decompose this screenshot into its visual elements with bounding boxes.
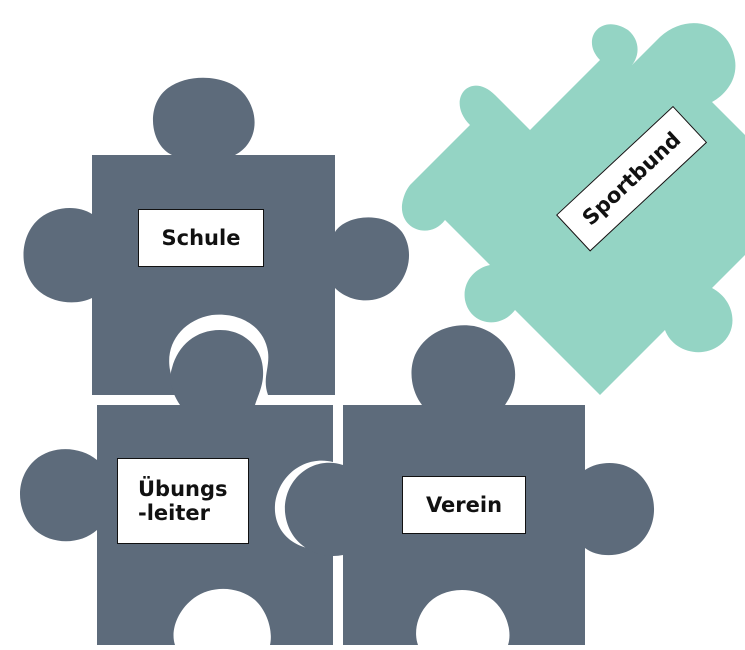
label-uebungsleiter-line1: Übungs: [138, 476, 228, 501]
label-uebungsleiter-text: Übungs -leiter: [138, 477, 228, 525]
label-verein: Verein: [402, 476, 526, 534]
label-uebungsleiter: Übungs -leiter: [117, 458, 249, 544]
label-schule: Schule: [138, 209, 264, 267]
label-schule-text: Schule: [161, 225, 241, 250]
label-verein-text: Verein: [425, 492, 503, 517]
label-uebungsleiter-line2: -leiter: [138, 501, 210, 525]
